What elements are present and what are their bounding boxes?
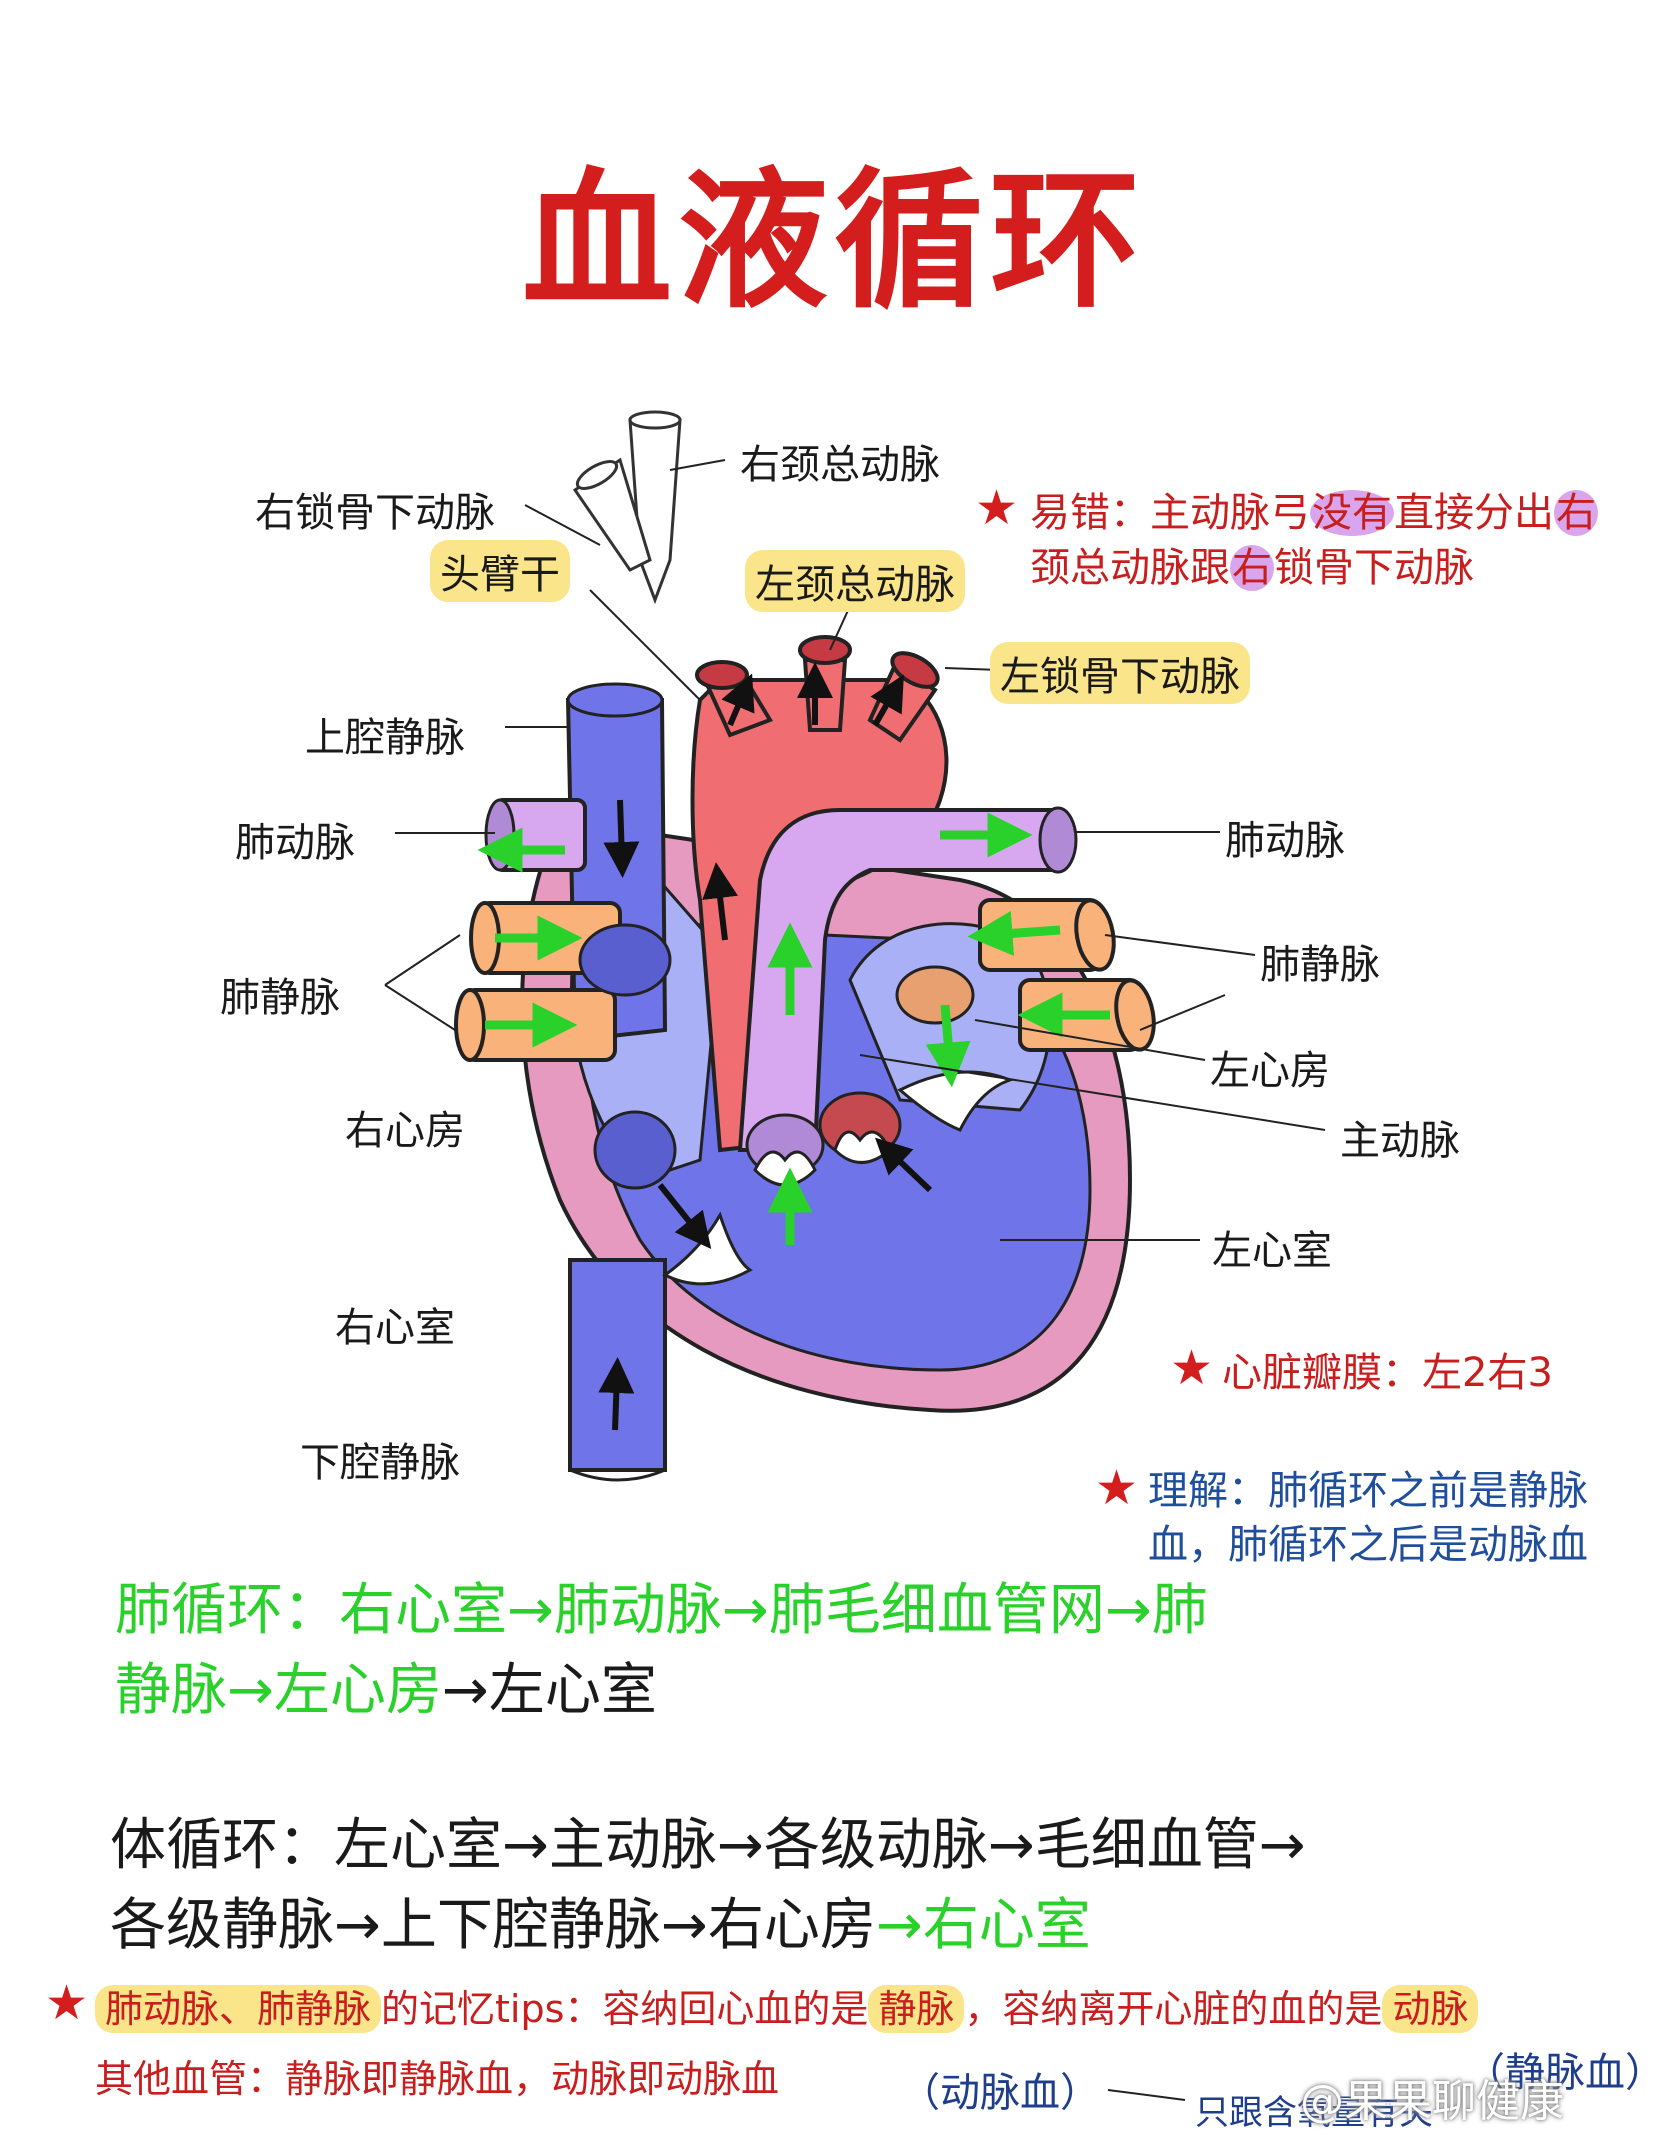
label-left-common-carotid: 左颈总动脉 xyxy=(745,550,965,612)
star-icon: ★ xyxy=(1170,1340,1214,1396)
tips-line1: 肺动脉、肺静脉的记忆tips：容纳回心血的是静脉，容纳离开心脏的血的是动脉 xyxy=(95,1978,1479,2033)
leader-lines xyxy=(384,459,1326,2101)
note-understand-line1: 理解：肺循环之前是静脉 xyxy=(1148,1468,1588,1514)
label-inferior-vena-cava: 下腔静脉 xyxy=(300,1440,460,1486)
label-right-ventricle: 右心室 xyxy=(335,1305,455,1351)
page-title: 血液循环 xyxy=(521,153,1146,329)
star-icon: ★ xyxy=(975,480,1019,536)
label-pulmonary-vein-left: 肺静脉 xyxy=(220,975,340,1021)
label-left-subclavian: 左锁骨下动脉 xyxy=(990,642,1250,704)
star-icon: ★ xyxy=(45,1975,89,2031)
tips-line2: 其他血管：静脉即静脉血，动脉即动脉血 xyxy=(95,2057,780,2101)
label-pulmonary-artery-left: 肺动脉 xyxy=(235,820,355,866)
watermark: @果果聊健康 xyxy=(1300,2076,1564,2127)
tips-only-with: 只跟含氧量有关 xyxy=(1195,2093,1433,2133)
label-pulmonary-vein-right: 肺静脉 xyxy=(1260,942,1380,988)
label-right-subclavian: 右锁骨下动脉 xyxy=(255,490,495,536)
aortic-branches xyxy=(695,635,940,743)
label-pulmonary-artery-right: 肺动脉 xyxy=(1225,818,1345,864)
ivc-opening xyxy=(593,1110,677,1190)
star-icon: ★ xyxy=(1095,1460,1139,1516)
label-brachiocephalic: 头臂干 xyxy=(430,540,570,602)
note-mistake-line2: 颈总动脉跟右锁骨下动脉 xyxy=(1030,545,1474,591)
tips-arterial-blood: （动脉血） xyxy=(900,2070,1100,2116)
pulmonary-vein-opening xyxy=(895,965,975,1025)
inferior-vena-cava-shape xyxy=(568,1258,667,1472)
note-understand-line2: 血，肺循环之后是动脉血 xyxy=(1148,1522,1588,1568)
label-left-ventricle: 左心室 xyxy=(1212,1228,1332,1274)
green-flow-arrows xyxy=(477,812,1110,1245)
tips-venous-blood: （静脉血） xyxy=(1465,2050,1665,2096)
pulmonary-circulation-line2: 静脉→左心房→左心室 xyxy=(115,1658,657,1723)
systemic-circulation-line1: 体循环：左心室→主动脉→各级动脉→毛细血管→ xyxy=(110,1813,1306,1878)
systemic-circulation-line2: 各级静脉→上下腔静脉→右心房→右心室 xyxy=(110,1893,1091,1958)
svc-opening xyxy=(578,923,672,997)
note-mistake-line1: 易错：主动脉弓没有直接分出右 xyxy=(1030,490,1598,536)
label-left-atrium: 左心房 xyxy=(1210,1048,1330,1094)
label-superior-vena-cava: 上腔静脉 xyxy=(305,715,465,761)
label-right-atrium: 右心房 xyxy=(345,1108,465,1154)
label-aorta: 主动脉 xyxy=(1340,1118,1460,1164)
black-flow-arrows xyxy=(598,662,933,1431)
label-right-common-carotid: 右颈总动脉 xyxy=(740,442,940,488)
pulmonary-circulation-line1: 肺循环：右心室→肺动脉→肺毛细血管网→肺 xyxy=(115,1578,1208,1643)
neck-vessels xyxy=(572,410,682,605)
note-valves: 心脏瓣膜：左2右3 xyxy=(1222,1350,1553,1396)
